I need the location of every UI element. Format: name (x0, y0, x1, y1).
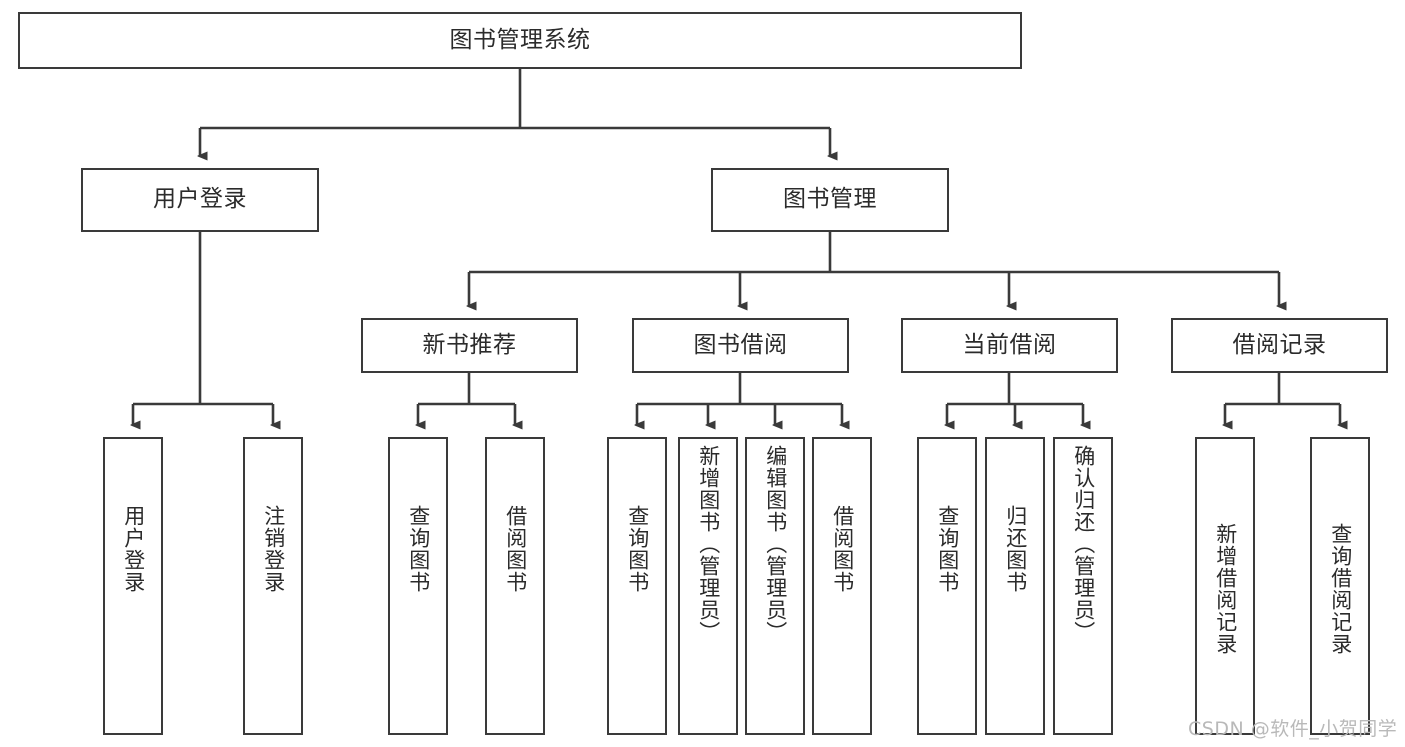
leaf-borrow-book-1[interactable]: 借阅图书 (485, 437, 545, 735)
leaf-query-book-1-label: 查询图书 (406, 505, 431, 593)
leaf-user-login[interactable]: 用户登录 (103, 437, 163, 735)
leaf-query-book-3-label: 查询图书 (935, 505, 960, 593)
node-current-borrow[interactable]: 当前借阅 (901, 318, 1118, 373)
node-book-manage-label: 图书管理 (783, 186, 877, 213)
node-root[interactable]: 图书管理系统 (18, 12, 1022, 69)
node-borrow-record-label: 借阅记录 (1232, 331, 1327, 358)
node-book-manage[interactable]: 图书管理 (711, 168, 949, 232)
leaf-edit-book-label: 编辑图书（管理员） (763, 445, 788, 643)
leaf-edit-book[interactable]: 编辑图书（管理员） (745, 437, 805, 735)
leaf-query-book-3[interactable]: 查询图书 (917, 437, 977, 735)
node-user-login[interactable]: 用户登录 (81, 168, 319, 232)
leaf-return-book-label: 归还图书 (1003, 505, 1028, 593)
node-user-login-label: 用户登录 (153, 186, 247, 213)
node-book-borrow[interactable]: 图书借阅 (632, 318, 849, 373)
leaf-confirm-return[interactable]: 确认归还（管理员） (1053, 437, 1113, 735)
leaf-return-book[interactable]: 归还图书 (985, 437, 1045, 735)
leaf-borrow-book-2-label: 借阅图书 (830, 505, 855, 593)
node-new-book-recommend-label: 新书推荐 (422, 331, 517, 358)
leaf-add-book[interactable]: 新增图书（管理员） (678, 437, 738, 735)
node-root-label: 图书管理系统 (449, 26, 591, 53)
leaf-add-borrow-record-label: 新增借阅记录 (1213, 523, 1238, 655)
leaf-add-book-label: 新增图书（管理员） (696, 445, 721, 643)
leaf-query-borrow-record-label: 查询借阅记录 (1328, 523, 1353, 655)
leaf-borrow-book-1-label: 借阅图书 (503, 505, 528, 593)
node-book-borrow-label: 图书借阅 (693, 331, 788, 358)
leaf-query-book-2-label: 查询图书 (625, 505, 650, 593)
leaf-add-borrow-record[interactable]: 新增借阅记录 (1195, 437, 1255, 735)
leaf-confirm-return-label: 确认归还（管理员） (1071, 445, 1096, 643)
leaf-logout-login[interactable]: 注销登录 (243, 437, 303, 735)
node-current-borrow-label: 当前借阅 (962, 331, 1057, 358)
csdn-watermark: CSDN @软件_小贺同学 (1188, 718, 1398, 740)
leaf-query-borrow-record[interactable]: 查询借阅记录 (1310, 437, 1370, 735)
leaf-borrow-book-2[interactable]: 借阅图书 (812, 437, 872, 735)
leaf-query-book-2[interactable]: 查询图书 (607, 437, 667, 735)
leaf-query-book-1[interactable]: 查询图书 (388, 437, 448, 735)
node-borrow-record[interactable]: 借阅记录 (1171, 318, 1388, 373)
leaf-user-login-label: 用户登录 (121, 505, 146, 593)
leaf-logout-login-label: 注销登录 (261, 505, 286, 593)
node-new-book-recommend[interactable]: 新书推荐 (361, 318, 578, 373)
